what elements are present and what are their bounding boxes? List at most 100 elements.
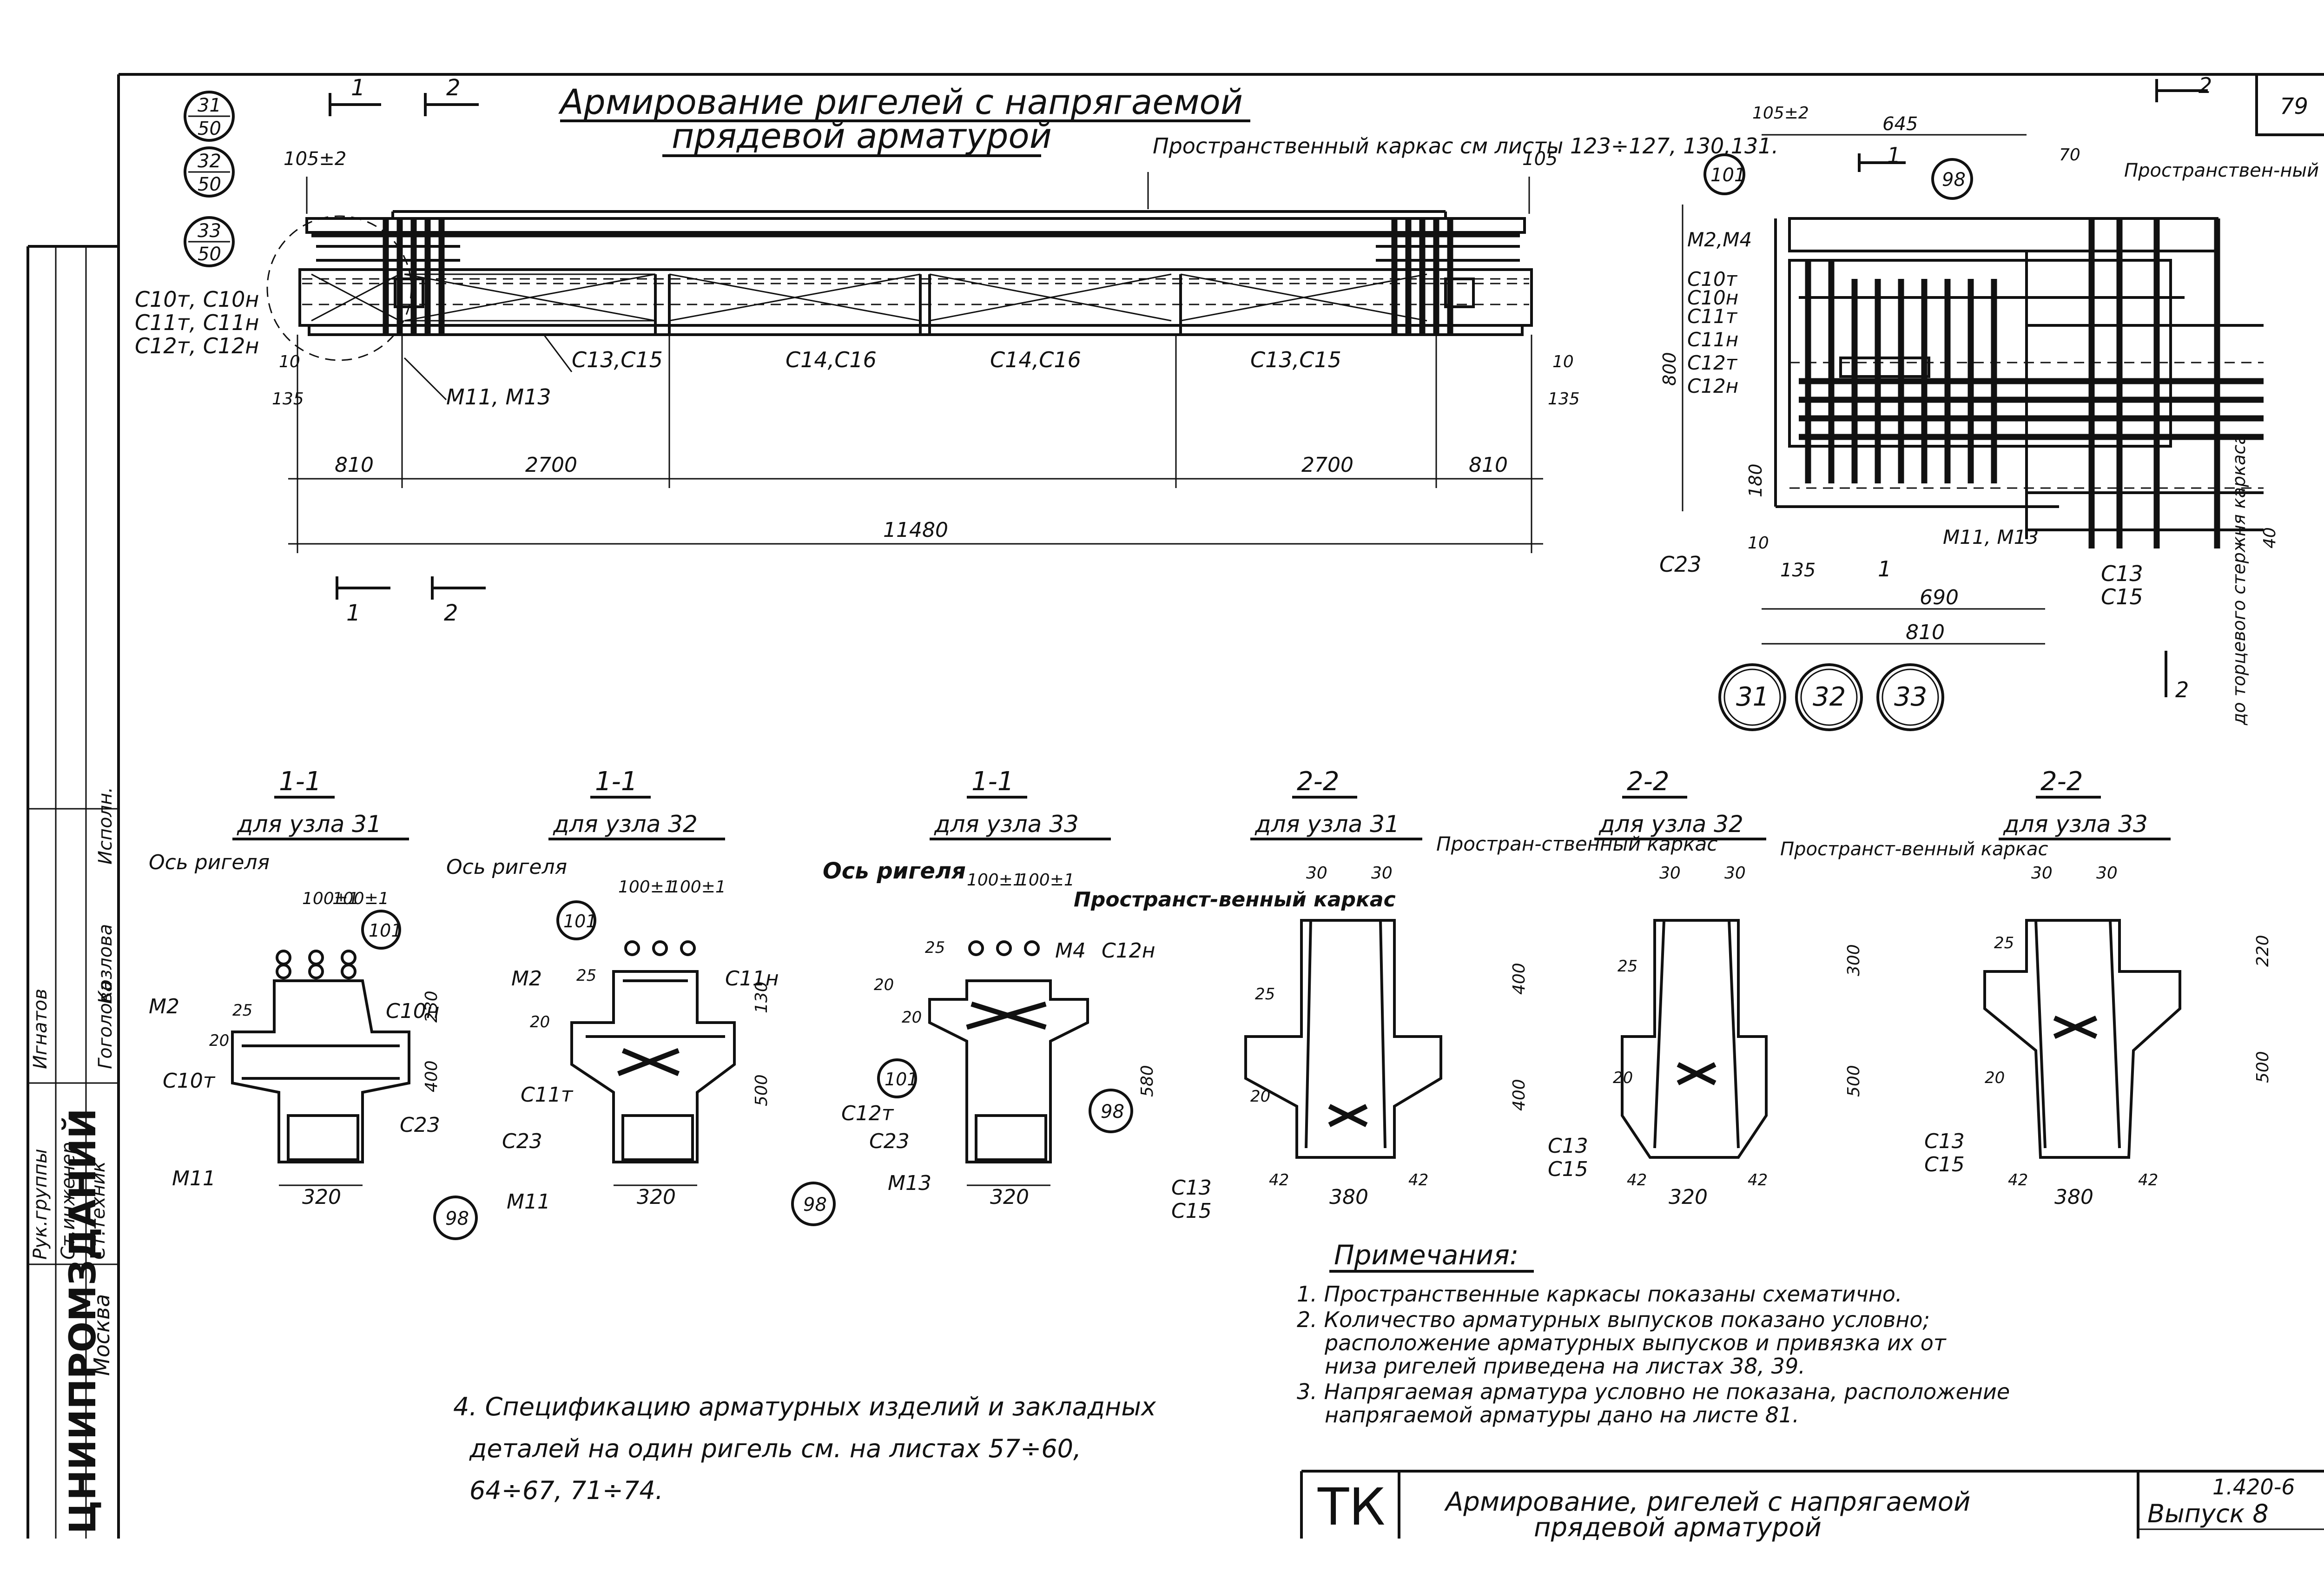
section-label-c23: С23 [502,1130,542,1153]
node-ref-32-bottom: 50 [198,174,221,195]
cut-mark-1-top: 1 [329,75,381,116]
dim: 380 [2054,1185,2093,1209]
section-label-m2: М2 [511,967,542,991]
end-dim-40: 40 [2260,527,2279,548]
note-2: 2. Количество арматурных выпусков показа… [1297,1307,1930,1332]
dim: 220 [2253,935,2272,967]
section-label-c15: С15 [1548,1157,1588,1181]
node-ref-33: 33 50 [184,216,235,267]
dim: 20 [874,976,894,994]
stamp-doc-code: 1.420-6 [2212,1474,2295,1500]
end-label-m2m4: М2,М4 [1687,228,1752,251]
dim: 500 [2253,1051,2272,1083]
signature-name-2: Козлова [95,924,116,1004]
drawing-title-line1: Армирование ригелей с напрягаемой [558,82,1243,122]
node-ref-32-top: 32 [198,151,221,172]
section-title: 1-1 [279,766,321,797]
end-label-c10t: С10т [1687,268,1738,291]
section-ref-101: 101 [369,920,403,941]
section-label-c13: С13 [1171,1176,1212,1200]
section-subtitle: для узла 32 [1598,811,1743,838]
dim: 25 [925,938,945,957]
dim-right-10: 10 [1552,352,1574,371]
signature-role-3: Ст.техник [88,1161,109,1260]
end-node-32: 32 [1813,682,1846,712]
title-block: ТК Армирование, ригелей с напрягаемой пр… [1300,1470,2324,1543]
node-ref-31: 31 50 [184,91,235,142]
end-view [1774,217,2264,548]
dim: 100±1 [669,878,726,897]
section-1-1-node-33: 1-1 для узла 33 Ось ригеля Пространст-ве… [823,766,1396,1209]
end-section-mark-2-top: 2 [2199,73,2212,98]
label-frame-c14-right: С14,С16 [990,347,1081,372]
cut-mark-2-bottom: 2 [431,576,486,626]
beam-elevation [266,210,1533,361]
dim: 230 [422,991,441,1023]
end-dim-70: 70 [2059,145,2080,165]
section-subtitle: для узла 31 [237,811,382,838]
end-label-c12n: С12н [1687,375,1738,397]
stamp-title-line1: Армирование, ригелей с напрягаемой [1444,1487,1970,1517]
dim: 500 [752,1074,771,1106]
end-side-note: до торцевого стержня каркаса [2229,434,2249,726]
dim: 25 [1994,934,2014,952]
dim-top-right: 105 [1522,148,1558,170]
section-label-c15: С15 [1171,1199,1212,1223]
section-subtitle: для узла 32 [553,811,698,838]
label-frame-c14-left: С14,С16 [786,347,877,372]
node-ref-33-top: 33 [198,220,221,242]
note-4-line1: 4. Спецификацию арматурных изделий и зак… [453,1392,1156,1421]
dim: 30 [2031,864,2053,883]
section-ref-98: 98 [445,1208,469,1229]
dim: 42 [2138,1171,2158,1189]
dim: 130 [752,981,771,1013]
dim: 42 [1269,1171,1289,1189]
cut-mark-label: 2 [444,600,458,626]
dim: 320 [302,1185,341,1209]
sheet-number: 79 [2280,93,2308,119]
section-label-c23: С23 [869,1130,910,1153]
section-title: 1-1 [595,766,637,797]
end-dim-800: 800 [1659,352,1680,386]
note-3: 3. Напрягаемая арматура условно не показ… [1297,1379,2010,1404]
dim: 42 [1408,1171,1428,1189]
dim: 320 [990,1185,1029,1209]
section-axis-label: Ось ригеля [823,858,966,884]
section-2-2-node-33: 2-2 для узла 33 С13 С15 30 30 25 220 500… [1924,766,2272,1209]
node-ref-32: 32 50 [184,146,235,198]
section-label-m11: М11 [507,1190,550,1214]
dim-810-left: 810 [335,453,374,477]
section-ref-98: 98 [803,1194,827,1215]
section-label-m4: М4 [1055,939,1086,963]
dim: 25 [1255,985,1275,1004]
dim: 320 [637,1185,676,1209]
dim-right-135: 135 [1548,390,1580,409]
frame-callout: Пространственный каркас см листы 123÷127… [1153,133,1778,159]
note-2-cont-2: низа ригелей приведена на листах 38, 39. [1325,1354,1805,1379]
dim-total: 11480 [883,518,948,542]
note-4-line2: деталей на один ригель см. на листах 57÷… [469,1434,1081,1463]
dim: 20 [902,1008,922,1027]
signature-block: Исполн. Гоголова Козлова Рук.группы Ст.и… [30,787,116,1260]
signature-role-2: Ст.инженер [58,1142,79,1260]
dim-810-right: 810 [1469,453,1508,477]
end-dim-135: 135 [1780,560,1816,581]
cut-mark-label: 1 [351,75,365,101]
section-title: 2-2 [1297,766,1339,797]
dim: 25 [232,1001,252,1020]
dim: 20 [1613,1069,1633,1087]
end-dim-810: 810 [1906,621,1945,644]
dim-left-135: 135 [272,390,304,409]
section-1-1-node-31: 1-1 для узла 31 101 Ось ригеля М2 С10н С… [149,766,478,1240]
dim: 20 [1985,1069,2005,1087]
section-label-m13: М13 [888,1171,931,1195]
section-2-2-node-32: 2-2 для узла 32 Пространст-венный каркас… [1548,766,2048,1209]
drawing-title-line2: прядевой арматурой [672,116,1052,156]
notes-heading: Примечания: [1334,1239,1519,1271]
section-label-c10n: С10н [386,999,439,1023]
section-1-1-node-32: 1-1 для узла 32 101 Ось ригеля М2 С11н С… [446,766,836,1226]
ref-101-end: 101 [1710,165,1746,186]
dim-left-10: 10 [279,352,300,371]
dim-top-left: 105±2 [284,148,346,170]
end-label-c23: С23 [1659,552,1702,577]
